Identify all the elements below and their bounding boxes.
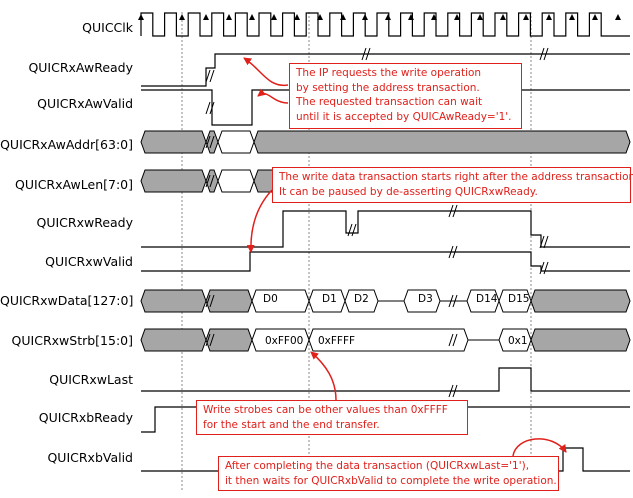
wready-waveform [141,210,630,248]
arrow-to-awvalid [257,88,289,104]
wlast-break [448,384,458,398]
wdata-value-d14: D14 [476,293,498,305]
clk-edge-arrow-18 [569,14,575,20]
note-strobe-line-1: Write strobes can be other values than 0… [203,404,448,416]
wdata-value-d3: D3 [418,293,433,305]
note-address-transaction: The IP requests the write operation by s… [289,63,522,129]
clk-edge-arrow-11 [408,14,414,20]
note-data-line-2: It can be paused by de-asserting QUICRxw… [279,185,538,198]
wstrb-break-2 [448,333,458,347]
wdata-bus-segment-8 [530,289,631,313]
note-address-line-4: until it is accepted by QUICAwReady='1'. [296,110,512,123]
wdata-break-2 [448,294,458,308]
awlen-break [205,174,215,188]
arrow-to-strobe [310,351,337,401]
awvalid-break-1 [205,101,215,115]
awready-break-2 [361,47,371,61]
wstrb-bus-segment-1 [205,328,253,352]
note-address-line-1: The IP requests the write operation [296,67,482,79]
note-write-response: After completing the data transaction (Q… [218,456,559,491]
awaddr-bus-segment-3 [253,130,631,154]
wready-break-1 [448,204,458,218]
clk-edge-arrow-5 [271,14,277,20]
clk-edge-arrow-15 [500,14,506,20]
clk-edge-arrow-13 [454,14,460,20]
awready-waveform [141,53,630,87]
clk-edge-arrow-20 [615,14,621,20]
clk-edge-arrow-3 [226,14,232,20]
clk-edge-arrow-16 [523,14,529,20]
note-response-line-1: After completing the data transaction (Q… [225,460,530,472]
clk-edge-arrow-2 [203,14,209,20]
signal-label-wdata: QUICRxwData[127:0] [0,293,134,308]
wstrb-break-1 [205,333,215,347]
clk-edge-arrow-19 [592,14,598,20]
wdata-bus-segment-2 [251,289,310,313]
signal-label-wvalid: QUICRxwValid [45,254,133,269]
awaddr-bus-segment-0 [140,130,207,154]
arrow-to-wvalid [246,189,273,253]
awlen-bus-segment-2 [217,169,255,193]
clk-edge-arrow-6 [294,14,300,20]
note-address-line-3: The requested transaction can wait [296,96,483,108]
note-write-strobes: Write strobes can be other values than 0… [196,400,468,435]
signal-label-bvalid: QUICRxbValid [47,450,133,465]
note-address-line-2: by setting the address transaction. [296,81,480,94]
clk-edge-arrow-1 [179,14,185,20]
signal-label-wready: QUICRxwReady [36,215,133,230]
wdata-value-d0: D0 [263,293,278,305]
wvalid-break [448,245,458,259]
wready-break-2 [539,235,549,249]
note-data-line-1: The write data transaction starts right … [279,171,633,183]
wdata-value-d15: D15 [508,293,530,305]
wstrb-value-middle: 0xFFFF [318,335,356,347]
annotation-arrows [243,57,567,457]
wstrb-bus-segment-5 [530,328,631,352]
wdata-break-1 [205,294,215,308]
wstrb-value-first: 0xFF00 [265,335,304,347]
signal-label-awlen: QUICRxAwLen[7:0] [15,177,133,192]
arrow-to-awready [243,57,289,86]
wstrb-bus-segment-0 [140,328,207,352]
clk-edge-arrow-8 [340,14,346,20]
awaddr-break [205,135,215,149]
awaddr-bus-segment-2 [217,130,255,154]
clk-waveform [140,12,630,37]
wlast-waveform [141,367,630,392]
clk-edge-arrow-10 [385,14,391,20]
awlen-bus-segment-0 [140,169,207,193]
signal-label-wstrb: QUICRxwStrb[15:0] [11,333,133,348]
clk-edge-arrow-17 [546,14,552,20]
wready-break-3 [347,223,357,237]
signal-label-clk: QUICClk [82,20,133,35]
awready-break-1 [205,69,215,83]
signal-label-bready: QUICRxbReady [38,410,133,425]
wdata-bus-segment-1 [205,289,253,313]
wdata-value-d1: D1 [322,293,337,305]
wvalid-waveform [141,251,630,272]
wstrb-value-last: 0x1 [508,335,528,347]
clk-edge-arrow-4 [249,14,255,20]
wdata-value-d2: D2 [354,293,369,305]
signal-label-awready: QUICRxAwReady [28,60,133,75]
awready-break-3 [539,47,549,61]
wdata-bus-segment-0 [140,289,207,313]
signal-label-awvalid: QUICRxAwValid [37,96,133,111]
note-data-transaction: The write data transaction starts right … [272,167,633,203]
wvalid-break-2 [539,261,549,275]
arrow-to-bvalid [512,438,567,457]
signal-label-awaddr: QUICRxAwAddr[63:0] [0,137,133,152]
clk-edge-arrow-14 [477,14,483,20]
signal-label-wlast: QUICRxwLast [49,372,133,387]
note-response-line-2: it then waits for QUICRxbValid to comple… [225,474,557,487]
note-strobe-line-2: for the start and the end transfer. [203,418,380,431]
